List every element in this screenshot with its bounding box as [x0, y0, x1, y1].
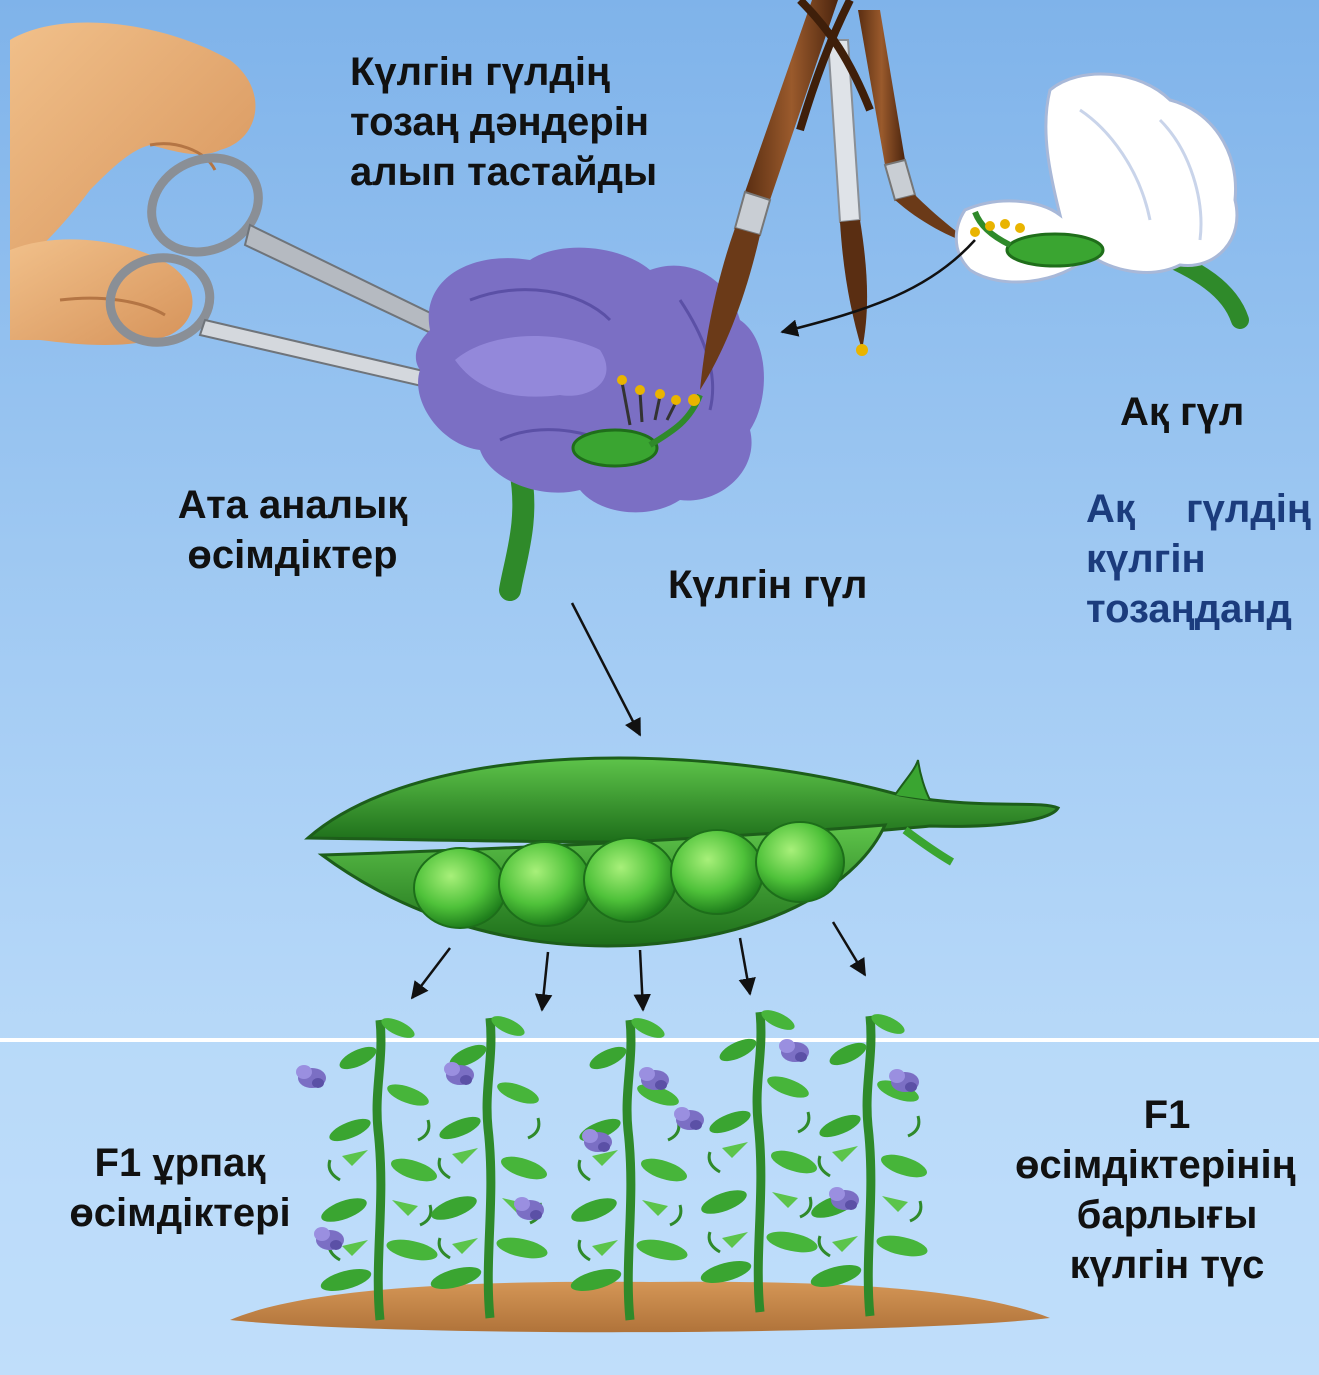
- white-flower-label: Ақ гүл: [1120, 387, 1244, 437]
- f1-generation-line-2: өсімдіктері: [40, 1188, 320, 1238]
- pollinate-label: Ақ гүлдің күлгін тозаңданд: [1086, 484, 1319, 634]
- f1-all-purple-line-1: F1: [1015, 1090, 1319, 1140]
- pollinate-line-3: тозаңданд: [1086, 584, 1319, 634]
- f1-generation-line-1: F1 ұрпақ: [40, 1138, 320, 1188]
- f1-generation-label: F1 ұрпақ өсімдіктері: [40, 1138, 320, 1238]
- remove-pollen-label: Күлгін гүлдің тозаң дәндерін алып тастай…: [350, 47, 725, 197]
- pollinate-line-1: Ақ гүлдің: [1086, 484, 1319, 534]
- parent-plants-line-2: өсімдіктер: [150, 530, 435, 580]
- white-flower-icon: [956, 74, 1240, 320]
- remove-pollen-line-3: алып тастайды: [350, 147, 725, 197]
- f1-all-purple-line-4: күлгін түс: [1015, 1240, 1319, 1290]
- parent-plants-line-1: Ата аналық: [150, 480, 435, 530]
- pollinate-line-2: күлгін: [1086, 534, 1319, 584]
- remove-pollen-line-2: тозаң дәндерін: [350, 97, 725, 147]
- f1-all-purple-line-3: барлығы: [1015, 1190, 1319, 1240]
- f1-all-purple-label: F1 өсімдіктерінің барлығы күлгін түс: [1015, 1090, 1319, 1290]
- remove-pollen-line-1: Күлгін гүлдің: [350, 47, 725, 97]
- parent-plants-label: Ата аналық өсімдіктер: [150, 480, 435, 580]
- purple-flower-label: Күлгін гүл: [668, 560, 867, 610]
- hand-icon: [10, 23, 255, 345]
- pea-pod-icon: [308, 758, 1058, 946]
- purple-flower-icon: [416, 248, 764, 590]
- f1-all-purple-line-2: өсімдіктерінің: [1015, 1140, 1319, 1190]
